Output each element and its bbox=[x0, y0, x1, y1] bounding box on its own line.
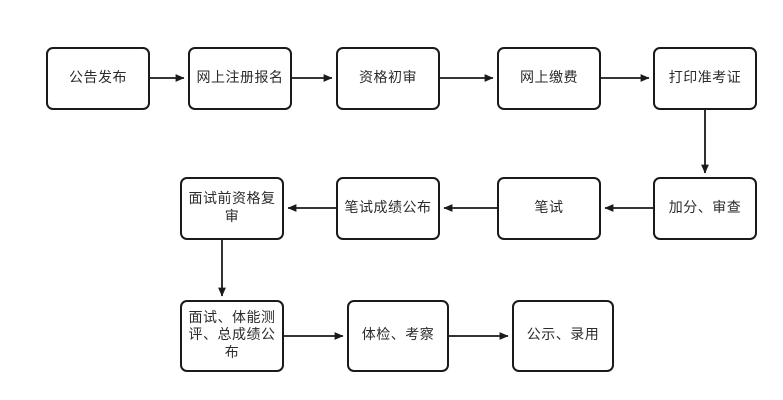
flow-node-n8[interactable]: 笔试成绩公布 bbox=[336, 177, 440, 240]
flow-node-label: 网上缴费 bbox=[520, 69, 578, 86]
flow-node-label: 公示、录用 bbox=[526, 327, 600, 344]
flow-node-n4[interactable]: 网上缴费 bbox=[497, 47, 601, 110]
flow-node-label: 体检、考察 bbox=[361, 327, 435, 344]
flow-node-label: 公告发布 bbox=[69, 69, 127, 86]
flow-node-label: 面试、体能测评、总成绩公布 bbox=[188, 310, 276, 361]
flow-node-n2[interactable]: 网上注册报名 bbox=[188, 47, 292, 110]
flow-node-n9[interactable]: 面试前资格复审 bbox=[180, 177, 284, 240]
flow-node-n3[interactable]: 资格初审 bbox=[336, 47, 440, 110]
flow-node-label: 资格初审 bbox=[359, 69, 417, 86]
flow-node-n10[interactable]: 面试、体能测评、总成绩公布 bbox=[180, 300, 284, 372]
flow-node-label: 面试前资格复审 bbox=[188, 191, 276, 225]
flow-node-label: 笔试成绩公布 bbox=[344, 199, 432, 216]
flow-node-label: 打印准考证 bbox=[668, 69, 742, 86]
flow-node-n1[interactable]: 公告发布 bbox=[46, 47, 150, 110]
flow-node-n5[interactable]: 打印准考证 bbox=[653, 47, 757, 110]
flow-node-label: 笔试 bbox=[534, 199, 564, 216]
flow-node-n12[interactable]: 公示、录用 bbox=[512, 300, 614, 372]
flow-node-label: 网上注册报名 bbox=[196, 69, 284, 86]
flow-node-n7[interactable]: 笔试 bbox=[497, 177, 601, 240]
flow-node-label: 加分、审查 bbox=[668, 199, 742, 216]
flow-node-n6[interactable]: 加分、审查 bbox=[653, 177, 757, 240]
flow-node-n11[interactable]: 体检、考察 bbox=[347, 300, 449, 372]
